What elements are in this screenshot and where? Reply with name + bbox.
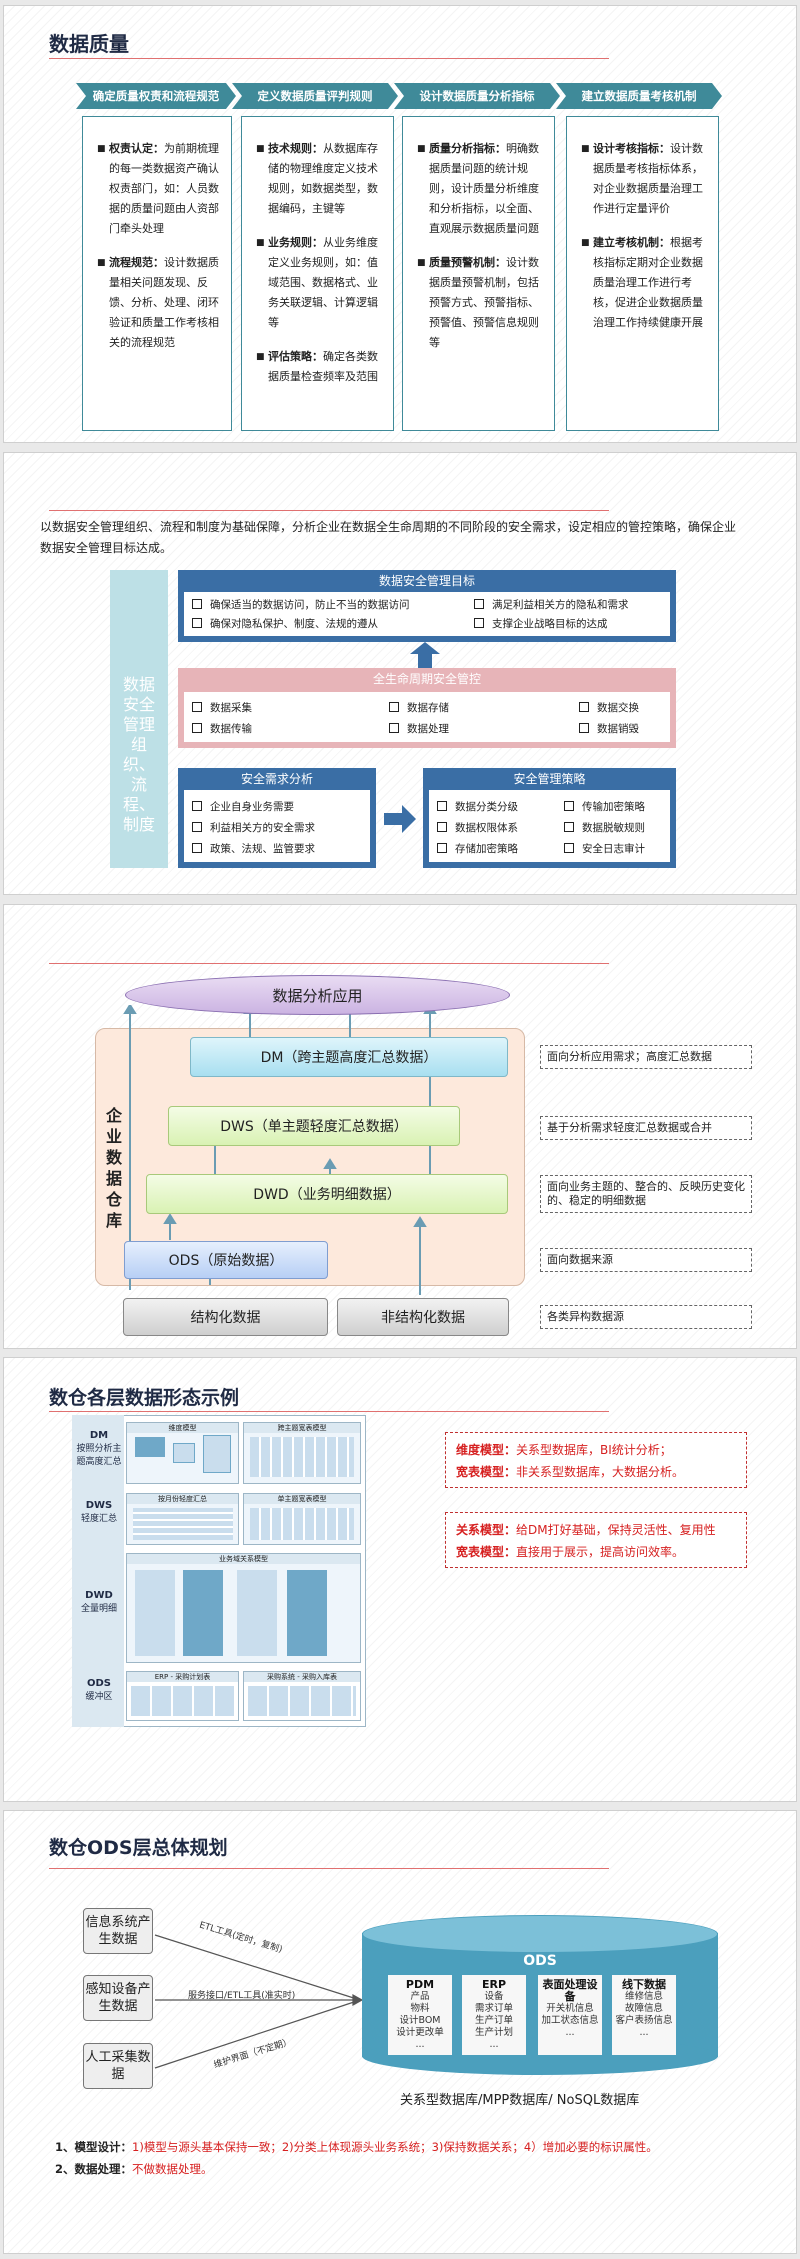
dm-widetable-panel: 跨主题宽表模型 (243, 1422, 361, 1484)
examples-label-column (72, 1415, 124, 1727)
layer-note: 基于分析需求轻度汇总数据或合并 (540, 1116, 752, 1140)
relation-notes: 关系模型：给DM打好基础，保持灵活性、复用性 宽表模型：直接用于展示，提高访问效… (445, 1512, 747, 1568)
step-chevron: 确定质量权责和流程规范 (76, 83, 236, 109)
layer-dwd: DWD（业务明细数据） (146, 1174, 508, 1214)
goal-item: 满足利益相关方的隐私和需求 (474, 597, 629, 612)
strategy-item: 传输加密策略 (564, 799, 645, 814)
slide-title: 数仓各层数据形态示例 (49, 1387, 240, 1409)
needs-title: 安全需求分析 (240, 772, 313, 786)
step-column: 设计考核指标：设计数据质量考核指标体系，对企业数据质量治理工作进行定量评价 建立… (566, 116, 719, 431)
warehouse-label: 企业数据仓库 (105, 1106, 122, 1230)
title-underline (49, 58, 609, 59)
step-column: 技术规则：从数据库存储的物理维度定义技术规则，如数据类型，数据编码，主键等 业务… (241, 116, 394, 431)
lifecycle-title: 全生命周期安全管控 (372, 672, 481, 686)
bullet: 质量预警机制：设计数据质量预警机制，包括预警方式、预警指标、预警值、预警信息规则… (417, 253, 544, 353)
strategy-item: 数据脱敏规则 (564, 820, 645, 835)
title-underline (49, 510, 609, 511)
lifecycle-item: 数据销毁 (579, 721, 639, 736)
intro-text: 以数据安全管理组织、流程和制度为基础保障，分析企业在数据全生命周期的不同阶段的安… (40, 520, 737, 555)
link-label: 服务接口/ETL工具(准实时) (188, 1991, 296, 2001)
slide-title: 数仓ODS层总体规划 (49, 1837, 228, 1859)
layer-note: 各类异构数据源 (540, 1305, 752, 1329)
slide-data-quality: 数据质量 确定质量权责和流程规范 定义数据质量评判规则 设计数据质量分析指标 建… (3, 5, 797, 443)
ods-group-erp: ERP 设备需求订单生产订单生产计划... (462, 1975, 526, 2055)
bullet: 流程规范：设计数据质量相关问题发现、反馈、分析、处理、闭环验证和质量工作考核相关… (97, 253, 221, 353)
needs-block: 安全需求分析 企业自身业务需要 利益相关方的安全需求 政策、法规、监管要求 (178, 768, 376, 868)
title-underline (49, 1411, 609, 1412)
dws-monthly-panel: 按月份轻度汇总 (126, 1493, 239, 1545)
bullet: 业务规则：从业务维度定义业务规则，如：值域范围、数据格式、业务关联逻辑、计算逻辑… (256, 233, 383, 333)
dm-dimension-panel: 维度模型 (126, 1422, 239, 1484)
analysis-app-ellipse: 数据分析应用 (125, 975, 510, 1015)
goal-item: 确保适当的数据访问，防止不当的数据访问 (192, 597, 410, 612)
dws-widetable-panel: 单主题宽表模型 (243, 1493, 361, 1545)
step-chevron: 建立数据质量考核机制 (556, 83, 722, 109)
layer-note: 面向业务主题的、整合的、反映历史变化的、稳定的明细数据 (540, 1175, 752, 1213)
source-sensor: 感知设备产生数据 (83, 1975, 153, 2021)
strategy-title: 安全管理策略 (513, 772, 586, 786)
source-manual: 人工采集数据 (83, 2043, 153, 2089)
title-underline (49, 1868, 609, 1869)
step-column: 质量分析指标：明确数据质量问题的统计规则，设计质量分析维度和分析指标，以全面、直… (402, 116, 555, 431)
strategy-item: 存储加密策略 (437, 841, 518, 856)
step-chevron: 定义数据质量评判规则 (232, 83, 398, 109)
source-unstructured: 非结构化数据 (337, 1298, 509, 1336)
source-info-system: 信息系统产生数据 (83, 1908, 153, 1954)
lifecycle-item: 数据采集 (192, 700, 252, 715)
layer-note: 面向数据来源 (540, 1248, 752, 1272)
dimension-notes: 维度模型：关系型数据库，BI统计分析； 宽表模型：非关系型数据库，大数据分析。 (445, 1432, 747, 1488)
title-underline (49, 963, 609, 964)
ods-group-surface: 表面处理设备 开关机信息加工状态信息... (538, 1975, 602, 2055)
layer-dws: DWS（单主题轻度汇总数据） (168, 1106, 460, 1146)
strategy-block: 安全管理策略 数据分类分级 传输加密策略 数据权限体系 数据脱敏规则 存储加密策… (423, 768, 676, 868)
source-structured: 结构化数据 (123, 1298, 328, 1336)
strategy-item: 数据分类分级 (437, 799, 518, 814)
side-label: 数据安全管理组织、流程、制度 (110, 570, 168, 868)
right-arrow-icon (384, 805, 416, 833)
layer-ods: ODS（原始数据） (124, 1241, 328, 1279)
step-column: 权责认定：为前期梳理的每一类数据资产确认权责部门，如：人员数据的质量问题由人资部… (82, 116, 232, 431)
ods-group-offline: 线下数据 维修信息故障信息客户表扬信息... (612, 1975, 676, 2055)
lifecycle-item: 数据处理 (389, 721, 449, 736)
strategy-item: 数据权限体系 (437, 820, 518, 835)
ods-purchase-panel: 采购系统 - 采购入库表 (243, 1671, 361, 1721)
layer-note: 面向分析应用需求；高度汇总数据 (540, 1045, 752, 1069)
db-caption: 关系型数据库/MPP数据库/ NoSQL数据库 (400, 2093, 640, 2108)
bullet: 权责认定：为前期梳理的每一类数据资产确认权责部门，如：人员数据的质量问题由人资部… (97, 139, 221, 239)
bullet: 设计考核指标：设计数据质量考核指标体系，对企业数据质量治理工作进行定量评价 (581, 139, 708, 219)
layer-dm: DM（跨主题高度汇总数据） (190, 1037, 508, 1077)
ingest-arrows (154, 1934, 364, 2069)
lifecycle-item: 数据传输 (192, 721, 252, 736)
lifecycle-item: 数据存储 (389, 700, 449, 715)
need-item: 企业自身业务需要 (192, 799, 294, 814)
up-arrow-icon (410, 642, 440, 668)
dwd-relation-panel: 业务域关系模型 (126, 1553, 361, 1663)
goals-block: 数据安全管理目标 确保适当的数据访问，防止不当的数据访问 满足利益相关方的隐私和… (178, 570, 676, 642)
goals-title: 数据安全管理目标 (378, 574, 475, 588)
ods-title: ODS (523, 1953, 557, 1969)
goal-item: 支撑企业战略目标的达成 (474, 616, 608, 631)
need-item: 利益相关方的安全需求 (192, 820, 315, 835)
ods-erp-panel: ERP - 采购计划表 (126, 1671, 239, 1721)
bullet: 技术规则：从数据库存储的物理维度定义技术规则，如数据类型，数据编码，主键等 (256, 139, 383, 219)
step-chevron: 设计数据质量分析指标 (394, 83, 560, 109)
strategy-item: 安全日志审计 (564, 841, 645, 856)
ods-notes: 1、模型设计：1)模型与源头基本保持一致；2)分类上体现源头业务系统；3)保持数… (55, 2140, 658, 2176)
lifecycle-item: 数据交换 (579, 700, 639, 715)
bullet: 评估策略：确定各类数据质量检查频率及范围 (256, 347, 383, 387)
goal-item: 确保对隐私保护、制度、法规的遵从 (192, 616, 378, 631)
slide-title: 数据质量 (49, 32, 129, 56)
lifecycle-block: 全生命周期安全管控 数据采集 数据存储 数据交换 数据传输 数据处理 数据销毁 (178, 668, 676, 748)
bullet: 质量分析指标：明确数据质量问题的统计规则，设计质量分析维度和分析指标，以全面、直… (417, 139, 544, 239)
bullet: 建立考核机制：根据考核指标定期对企业数据质量治理工作进行考核，促进企业数据质量治… (581, 233, 708, 333)
need-item: 政策、法规、监管要求 (192, 841, 315, 856)
